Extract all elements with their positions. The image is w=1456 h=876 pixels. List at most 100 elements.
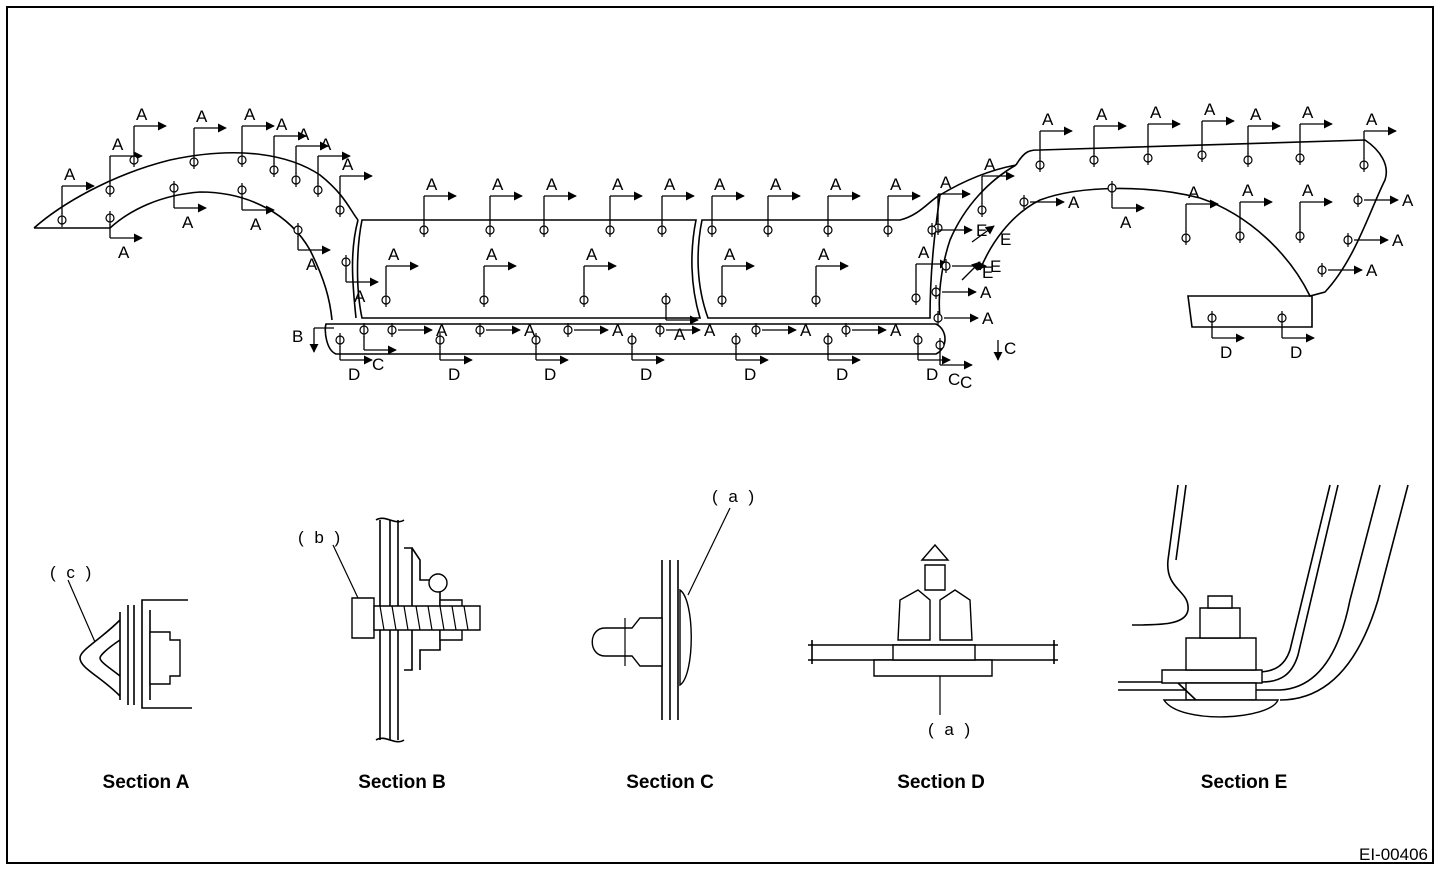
clip-type-label: A xyxy=(704,321,716,340)
clip-type-label: D xyxy=(544,365,556,384)
clip-type-label: D xyxy=(448,365,460,384)
clip-type-label: E xyxy=(976,221,987,240)
clip-type-label: A xyxy=(770,175,782,194)
section-b-label: Section B xyxy=(358,772,446,793)
clip-type-label: A xyxy=(918,243,930,262)
clip-marker xyxy=(1359,157,1369,173)
clip-marker xyxy=(1353,192,1363,208)
clip-type-label: D xyxy=(836,365,848,384)
clip-type-label: A xyxy=(1150,103,1162,122)
clip-type-label: A xyxy=(982,309,994,328)
trim-assembly xyxy=(33,139,1387,355)
clip-marker xyxy=(293,222,303,238)
clip-marker xyxy=(911,290,921,306)
section-a-label: Section A xyxy=(103,772,190,793)
clip-type-label: A xyxy=(1242,181,1254,200)
clip-marker xyxy=(237,152,247,168)
clip-marker xyxy=(479,292,489,308)
clip-marker xyxy=(1277,310,1287,326)
section-d-label: Section D xyxy=(897,772,985,793)
section-a-callout: ( c ) xyxy=(50,563,94,582)
clip-type-label: A xyxy=(306,255,318,274)
clip-marker xyxy=(1019,194,1029,210)
clip-type-label: E xyxy=(1000,230,1011,249)
clip-type-label: A xyxy=(890,321,902,340)
section-b-drawing xyxy=(332,517,481,743)
clip-type-label: A xyxy=(890,175,902,194)
clip-type-label: A xyxy=(118,243,130,262)
clip-type-label: A xyxy=(1120,213,1132,232)
leader-arrow-e xyxy=(971,225,995,243)
clip-type-label: A xyxy=(276,115,288,134)
clip-marker xyxy=(359,322,369,338)
clip-type-label: A xyxy=(830,175,842,194)
clip-marker xyxy=(105,182,115,198)
clip-type-label: A xyxy=(818,245,830,264)
clip-marker xyxy=(57,212,67,228)
clip-marker xyxy=(313,182,323,198)
clip-type-label: A xyxy=(388,245,400,264)
clip-marker xyxy=(933,310,943,326)
clip-type-label: A xyxy=(426,175,438,194)
clip-type-label: A xyxy=(298,125,310,144)
clip-type-label: D xyxy=(348,365,360,384)
clip-marker xyxy=(341,254,351,270)
section-d-callout: ( a ) xyxy=(928,720,973,739)
clip-type-label: A xyxy=(1204,100,1216,119)
clip-marker xyxy=(335,202,345,218)
clip-marker xyxy=(977,202,987,218)
clip-type-label: A xyxy=(1392,231,1404,250)
clip-marker xyxy=(661,292,671,308)
clip-marker xyxy=(1243,152,1253,168)
clip-marker xyxy=(627,332,637,348)
clip-marker xyxy=(1035,157,1045,173)
section-e-label: Section E xyxy=(1201,772,1288,793)
clip-type-label: A xyxy=(612,321,624,340)
clip-marker xyxy=(655,322,665,338)
clip-marker xyxy=(883,222,893,238)
clip-marker xyxy=(1235,228,1245,244)
clip-marker xyxy=(913,332,923,348)
clip-marker xyxy=(1207,310,1217,326)
clip-type-label: A xyxy=(182,213,194,232)
clip-marker xyxy=(387,322,397,338)
clip-type-label: A xyxy=(250,215,262,234)
clip-marker xyxy=(1089,152,1099,168)
clip-type-label: A xyxy=(612,175,624,194)
clip-type-label: D xyxy=(640,365,652,384)
clip-type-label: A xyxy=(586,245,598,264)
clip-type-label: A xyxy=(1188,183,1200,202)
clip-type-label: A xyxy=(1068,193,1080,212)
clip-marker xyxy=(707,222,717,238)
clip-marker xyxy=(751,322,761,338)
clip-type-label: A xyxy=(980,283,992,302)
clip-type-label: A xyxy=(1402,191,1414,210)
clip-type-label: E xyxy=(990,257,1001,276)
section-b-callout: ( b ) xyxy=(298,528,343,547)
clip-type-label: A xyxy=(196,107,208,126)
clip-marker xyxy=(763,222,773,238)
clip-type-label: D xyxy=(1220,343,1232,362)
clip-marker xyxy=(291,172,301,188)
clip-marker xyxy=(129,152,139,168)
clip-marker xyxy=(169,180,179,196)
clip-type-label: D xyxy=(1290,343,1302,362)
section-a-drawing xyxy=(67,579,192,709)
clip-marker xyxy=(717,292,727,308)
clip-marker xyxy=(811,292,821,308)
clip-marker xyxy=(935,337,945,353)
clip-type-label: A xyxy=(136,105,148,124)
clip-type-label: C xyxy=(948,370,960,389)
clip-type-label: A xyxy=(1096,105,1108,124)
clip-type-label: A xyxy=(1366,110,1378,129)
clip-type-label: A xyxy=(354,287,366,306)
clip-type-label-b: B xyxy=(292,327,303,346)
clip-type-label: A xyxy=(546,175,558,194)
clip-type-label: A xyxy=(1366,261,1378,280)
clip-marker xyxy=(419,222,429,238)
clip-marker xyxy=(731,332,741,348)
clip-type-label: A xyxy=(112,135,124,154)
clip-marker xyxy=(381,292,391,308)
